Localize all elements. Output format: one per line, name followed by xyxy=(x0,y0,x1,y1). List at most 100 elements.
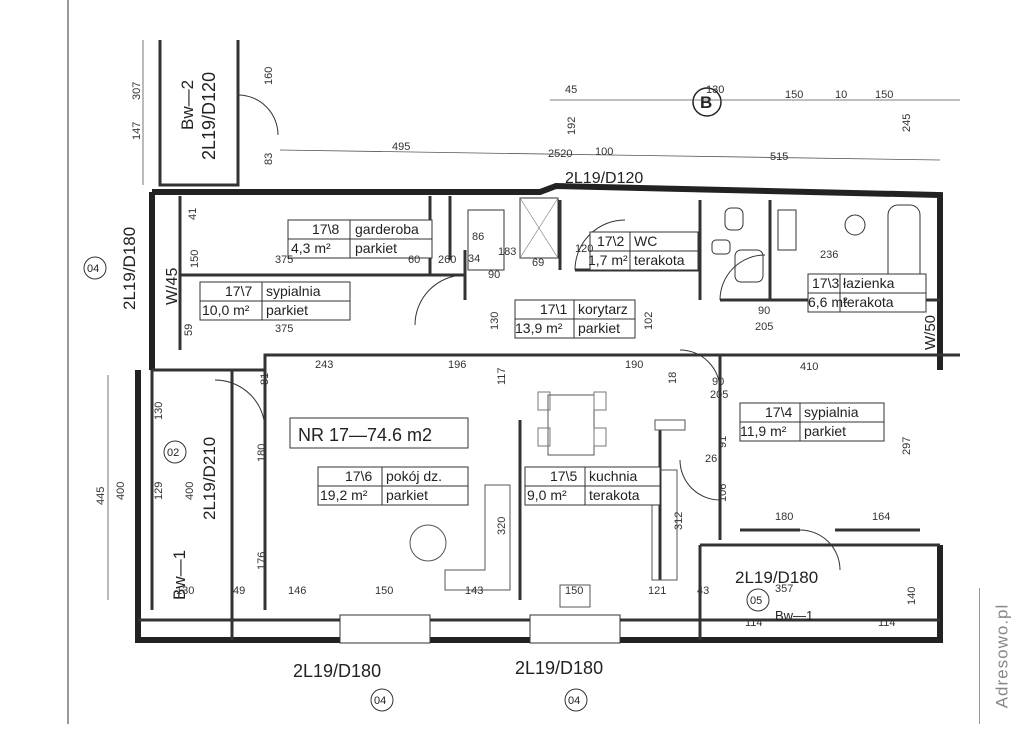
dim-130-mid: 130 xyxy=(489,312,501,330)
dim-45: 45 xyxy=(565,84,577,96)
dim-81: 81 xyxy=(259,373,271,385)
dim-307: 307 xyxy=(131,82,143,100)
dim-245: 245 xyxy=(901,114,913,132)
dim-69: 69 xyxy=(532,257,544,269)
dim-83: 83 xyxy=(263,153,275,165)
opening-bottom-left: 2L19/D180 xyxy=(293,661,381,681)
dim-120: 120 xyxy=(575,243,593,255)
dim-375-a: 375 xyxy=(275,254,293,266)
dim-375-b: 375 xyxy=(275,323,293,335)
dim-150-kitchen: 150 xyxy=(565,585,583,597)
svg-text:WC: WC xyxy=(634,233,657,249)
dim-150-bottom: 150 xyxy=(375,585,393,597)
svg-text:17\2: 17\2 xyxy=(597,233,624,249)
dim-445: 445 xyxy=(95,487,107,505)
opening-bottom-right: 2L19/D180 xyxy=(515,658,603,678)
svg-text:02: 02 xyxy=(167,447,179,459)
dim-150-left: 150 xyxy=(189,250,201,268)
dim-49: 49 xyxy=(233,585,245,597)
dim-2520: 2520 xyxy=(548,148,572,160)
dim-410: 410 xyxy=(800,361,818,373)
svg-text:6,6 m²: 6,6 m² xyxy=(808,294,848,310)
dim-297: 297 xyxy=(901,437,913,455)
dim-146: 146 xyxy=(288,585,306,597)
dim-90-a: 90 xyxy=(488,269,500,281)
dim-59: 59 xyxy=(183,324,195,336)
dim-90-b: 90 xyxy=(758,305,770,317)
dim-495: 495 xyxy=(392,141,410,153)
dim-192: 192 xyxy=(566,117,578,135)
bw2-label: Bw—2 xyxy=(178,80,197,130)
dim-205-a: 205 xyxy=(755,321,773,333)
dim-260: 260 xyxy=(438,254,456,266)
dim-114-a: 114 xyxy=(745,617,763,629)
bottom-dimensions: 146 150 143 121 43 49 130 150 114 114 14… xyxy=(176,568,918,629)
svg-text:NR 17—74.6 m2: NR 17—74.6 m2 xyxy=(298,425,432,445)
opening-top-left: 2L19/D120 xyxy=(199,72,219,160)
svg-text:kuchnia: kuchnia xyxy=(589,468,637,484)
svg-text:1,7 m²: 1,7 m² xyxy=(588,252,628,268)
room-kuchnia: 17\5 kuchnia 9,0 m² terakota xyxy=(524,466,661,506)
opening-top: 2L19/D120 xyxy=(565,170,643,187)
dim-196: 196 xyxy=(448,359,466,371)
dim-243: 243 xyxy=(315,359,333,371)
bw1-label: Bw—1 xyxy=(170,550,189,600)
shaft-hatch xyxy=(467,197,559,271)
dim-183: 183 xyxy=(498,246,516,258)
svg-text:parkiet: parkiet xyxy=(804,423,846,439)
opening-right-lower: 2L19/D180 xyxy=(735,568,818,587)
svg-text:17\6: 17\6 xyxy=(345,468,372,484)
dim-312: 312 xyxy=(673,512,685,530)
dim-130-left: 130 xyxy=(153,402,165,420)
dim-515: 515 xyxy=(770,151,788,163)
svg-text:10,0 m²: 10,0 m² xyxy=(202,302,250,318)
svg-text:05: 05 xyxy=(750,595,762,607)
dim-91: 91 xyxy=(717,436,729,448)
svg-text:B: B xyxy=(700,93,712,112)
dim-100: 100 xyxy=(595,146,613,158)
svg-text:04: 04 xyxy=(374,695,386,707)
svg-text:13,9 m²: 13,9 m² xyxy=(515,320,563,336)
svg-text:parkiet: parkiet xyxy=(355,240,397,256)
svg-text:korytarz: korytarz xyxy=(578,301,628,317)
dim-164: 164 xyxy=(872,511,890,523)
dim-205-b: 205 xyxy=(710,389,728,401)
dim-90-c: 90 xyxy=(712,376,724,388)
dim-180: 180 xyxy=(775,511,793,523)
dim-60: 60 xyxy=(408,254,420,266)
dim-43: 43 xyxy=(697,585,709,597)
svg-text:pokój dz.: pokój dz. xyxy=(386,468,442,484)
dim-147: 147 xyxy=(131,122,143,140)
svg-text:17\8: 17\8 xyxy=(312,221,339,237)
dim-143: 143 xyxy=(465,585,483,597)
left-openings: 2L19/D180 W/45 2L19/D210 Bw—1 445 400 40… xyxy=(95,227,271,600)
opening-left-upper: 2L19/D180 xyxy=(120,227,139,310)
upper-dimensions: 375 375 150 59 41 183 260 60 86 34 69 90… xyxy=(183,208,939,350)
svg-text:17\1: 17\1 xyxy=(540,301,567,317)
w50-label: W/50 xyxy=(922,315,939,350)
svg-text:17\3: 17\3 xyxy=(812,275,839,291)
room-sypialnia-4: 17\4 sypialnia 11,9 m² parkiet xyxy=(739,402,885,442)
room-garderoba: 17\8 garderoba 4,3 m² parkiet xyxy=(287,219,433,259)
room-korytarz: 17\1 korytarz 13,9 m² parkiet xyxy=(514,299,636,339)
svg-text:17\4: 17\4 xyxy=(765,404,792,420)
dim-130-bottom: 130 xyxy=(176,585,194,597)
svg-text:sypialnia: sypialnia xyxy=(266,283,321,299)
svg-text:11,9 m²: 11,9 m² xyxy=(740,423,787,439)
dim-121: 121 xyxy=(648,585,666,597)
upper-left-bay: 307 147 160 Bw—2 2L19/D120 xyxy=(131,40,279,187)
dim-86: 86 xyxy=(472,231,484,243)
svg-text:parkiet: parkiet xyxy=(386,487,428,503)
svg-text:17\7: 17\7 xyxy=(225,283,252,299)
svg-text:19,2 m²: 19,2 m² xyxy=(320,487,368,503)
dim-130: 130 xyxy=(706,84,724,96)
middle-dimensions: 243 196 190 410 18 117 90 205 297 91 106… xyxy=(315,359,913,535)
dim-18: 18 xyxy=(667,372,679,384)
dim-160: 160 xyxy=(263,67,275,85)
dim-34: 34 xyxy=(468,253,480,265)
dim-236: 236 xyxy=(820,249,838,261)
dim-10: 10 xyxy=(835,89,847,101)
w45-label: W/45 xyxy=(164,268,181,305)
bottom-openings: 2L19/D180 2L19/D180 xyxy=(293,614,621,681)
svg-text:garderoba: garderoba xyxy=(355,221,419,237)
